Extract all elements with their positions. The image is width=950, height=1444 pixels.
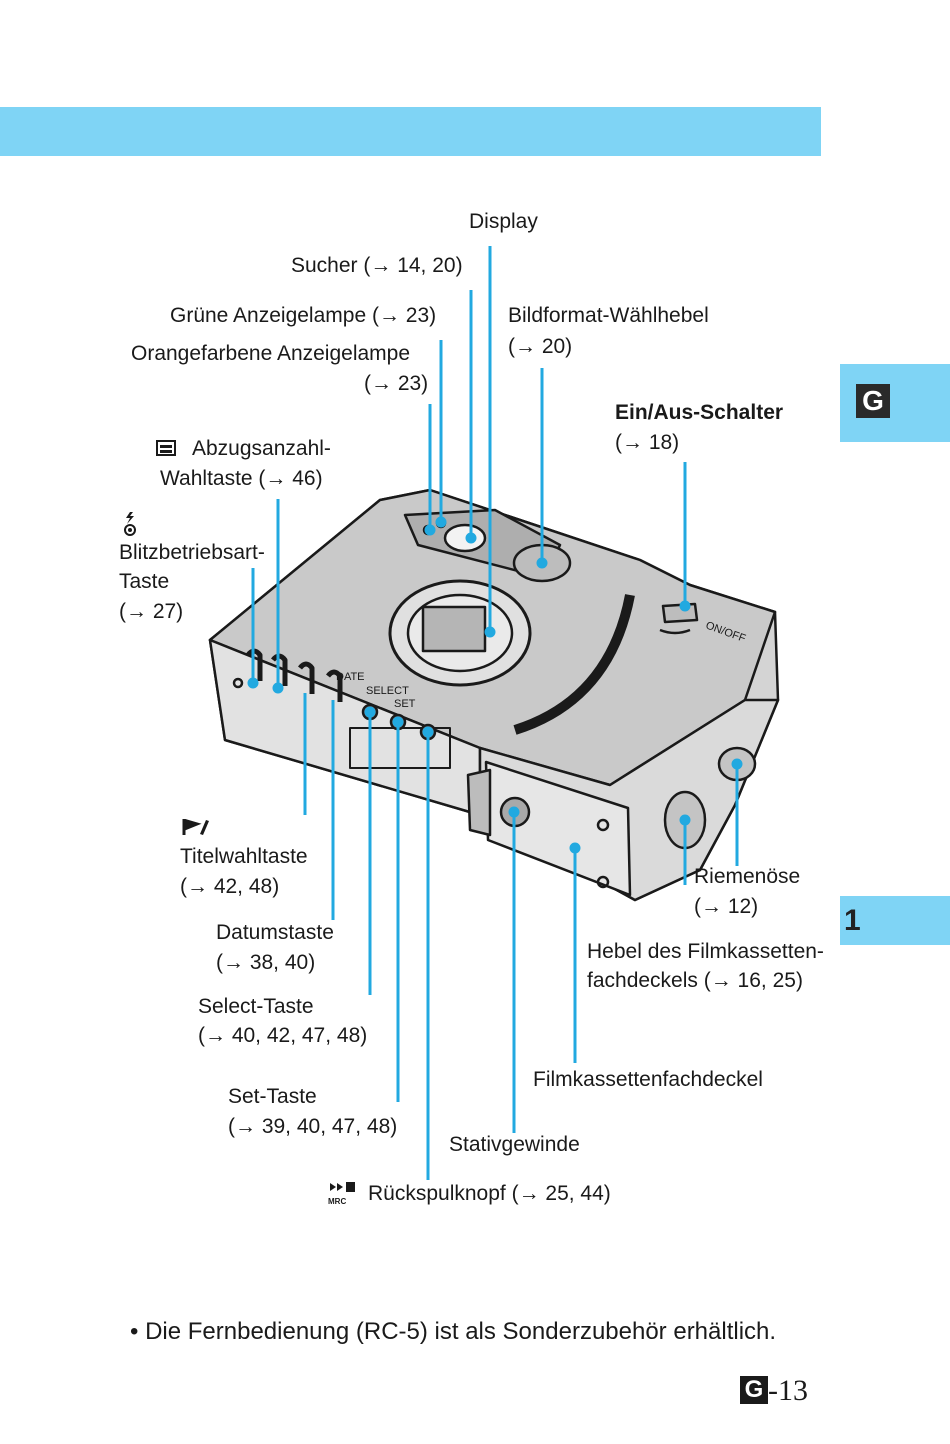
- language-tab: G: [840, 364, 950, 442]
- label-titelwahltaste: Titelwahltaste: [180, 845, 308, 868]
- label-select-taste: Select-Taste: [198, 995, 314, 1018]
- dot-gruene: [435, 516, 447, 528]
- dot-display: [484, 626, 496, 638]
- rewind-mrc-icon: [330, 1182, 355, 1192]
- label-select-taste-ref: (→ 40, 42, 47, 48): [198, 1024, 368, 1047]
- print-count-icon: [156, 440, 176, 456]
- flash-mode-icon: [124, 512, 136, 536]
- dot-select: [364, 706, 376, 718]
- header-bar: [0, 107, 821, 156]
- label-titelwahltaste-ref: (→ 42, 48): [180, 875, 280, 898]
- select-marking: SELECT: [366, 685, 409, 697]
- dot-abzug: [272, 682, 284, 694]
- label-set-taste: Set-Taste: [228, 1085, 317, 1108]
- label-abzugsanzahl-2: Wahltaste (→ 46): [160, 467, 323, 490]
- dot-set: [392, 716, 404, 728]
- chapter-tab-number: 1: [844, 904, 861, 937]
- dot-rueckspul: [422, 726, 434, 738]
- label-blitzbetriebsart-2: Taste: [119, 570, 170, 593]
- label-datumstaste: Datumstaste: [216, 921, 334, 944]
- label-abzugsanzahl: Abzugsanzahl-: [192, 437, 331, 460]
- label-stativgewinde: Stativgewinde: [449, 1133, 580, 1156]
- label-filmkassettenfachdeckel: Filmkassettenfachdeckel: [533, 1068, 763, 1091]
- mrc-label: MRC: [328, 1197, 346, 1206]
- label-blitzbetriebsart-ref: (→ 27): [119, 600, 184, 623]
- set-marking: SET: [394, 698, 416, 710]
- dot-filmdeckel: [569, 842, 581, 854]
- label-gruene-anzeigelampe: Grüne Anzeigelampe (→ 23): [170, 304, 437, 327]
- label-einaus-ref: (→ 18): [615, 431, 680, 454]
- label-datumstaste-ref: (→ 38, 40): [216, 951, 316, 974]
- chapter-tab: 1: [840, 896, 950, 945]
- label-orange-ref: (→ 23): [364, 372, 429, 395]
- dot-einaus: [679, 600, 691, 612]
- label-riemenoese: Riemenöse: [694, 865, 801, 888]
- dot-blitz: [247, 677, 259, 689]
- language-tab-letter: G: [856, 384, 890, 418]
- leader-lines: [247, 246, 743, 1180]
- label-einaus: Ein/Aus-Schalter: [615, 401, 784, 424]
- label-set-taste-ref: (→ 39, 40, 47, 48): [228, 1115, 398, 1138]
- dot-riemen: [731, 758, 743, 770]
- label-display: Display: [469, 210, 538, 233]
- date-marking: DATE: [336, 671, 365, 683]
- label-hebel-filmkassettenfach: Hebel des Filmkassetten-: [587, 940, 824, 963]
- dot-hebel: [679, 814, 691, 826]
- label-sucher: Sucher (→ 14, 20): [291, 254, 463, 277]
- page-number-value: -13: [768, 1374, 808, 1407]
- camera-illustration: [208, 488, 780, 902]
- label-rueckspulknopf: Rückspulknopf (→ 25, 44): [368, 1182, 611, 1205]
- page-number-prefix: G: [740, 1376, 768, 1404]
- label-bildformat: Bildformat-Wählhebel: [508, 304, 709, 327]
- dot-bildformat: [536, 557, 548, 569]
- label-bildformat-ref: (→ 20): [508, 335, 573, 358]
- dot-orange: [424, 524, 436, 536]
- label-icons: [124, 440, 355, 1192]
- dot-sucher: [465, 532, 477, 544]
- label-orange-anzeigelampe: Orangefarbene Anzeigelampe: [131, 342, 411, 365]
- label-blitzbetriebsart: Blitzbetriebsart-: [119, 541, 265, 564]
- label-riemenoese-ref: (→ 12): [694, 895, 759, 918]
- page-number: G-13: [740, 1374, 808, 1408]
- dot-stativ: [508, 806, 520, 818]
- label-hebel-filmkassettenfach-2: fachdeckels (→ 16, 25): [587, 969, 803, 992]
- footnote: • Die Fernbedienung (RC-5) ist als Sonde…: [130, 1318, 777, 1345]
- title-flag-icon: [182, 818, 209, 835]
